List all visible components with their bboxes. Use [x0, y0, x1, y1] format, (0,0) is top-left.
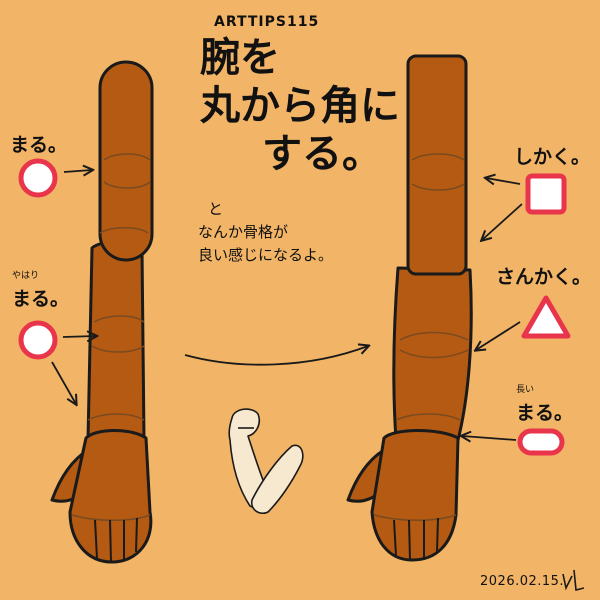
subtitle-line-2: なんか骨格が	[198, 223, 289, 241]
subtitle: と なんか骨格が 良い感じになるよ。	[198, 198, 398, 267]
signature-date: 2026.02.15.	[480, 574, 565, 589]
right-arm-upper	[406, 54, 468, 276]
signature-mark-icon	[562, 569, 585, 592]
right-arm-hint-lines	[373, 153, 469, 521]
title-line-3: する。	[262, 131, 382, 177]
right-lower-small-label: 長い	[516, 385, 535, 395]
circle-icon	[18, 320, 58, 360]
right-lower-label: まる。	[516, 402, 574, 424]
left-lower-label: まる。	[12, 288, 70, 310]
subtitle-line-3: 良い感じになるよ。	[198, 246, 334, 264]
right-arm-hand	[370, 429, 460, 562]
left-arm-hand	[68, 429, 153, 564]
square-icon	[525, 173, 567, 215]
left-lower-small-label: やはり	[12, 271, 40, 281]
triangle-icon	[521, 295, 571, 339]
flexed-arm-icon	[228, 408, 304, 515]
title-line-1: 腕を	[200, 35, 280, 81]
right-arm-illustration	[346, 54, 473, 562]
subtitle-line-1: と	[208, 200, 224, 218]
left-upper-label: まる。	[10, 134, 68, 156]
title-line-2: 丸から角に	[200, 83, 400, 129]
left-arm-forearm	[86, 240, 146, 448]
right-upper-label: しかく。	[514, 146, 591, 168]
left-arm-hint-lines	[71, 153, 151, 521]
arrow-icon	[51, 170, 523, 440]
oval-icon	[517, 428, 565, 456]
right-arm-finger-lines	[393, 517, 439, 561]
circle-icon	[18, 158, 58, 198]
right-middle-label: さんかく。	[496, 266, 592, 288]
left-arm-illustration	[50, 60, 154, 564]
page-title: 腕を 丸から角に する。	[200, 34, 400, 178]
left-arm-upper	[98, 60, 154, 262]
series-label: ARTTIPS115	[214, 14, 320, 30]
left-arm-finger-lines	[94, 517, 138, 563]
